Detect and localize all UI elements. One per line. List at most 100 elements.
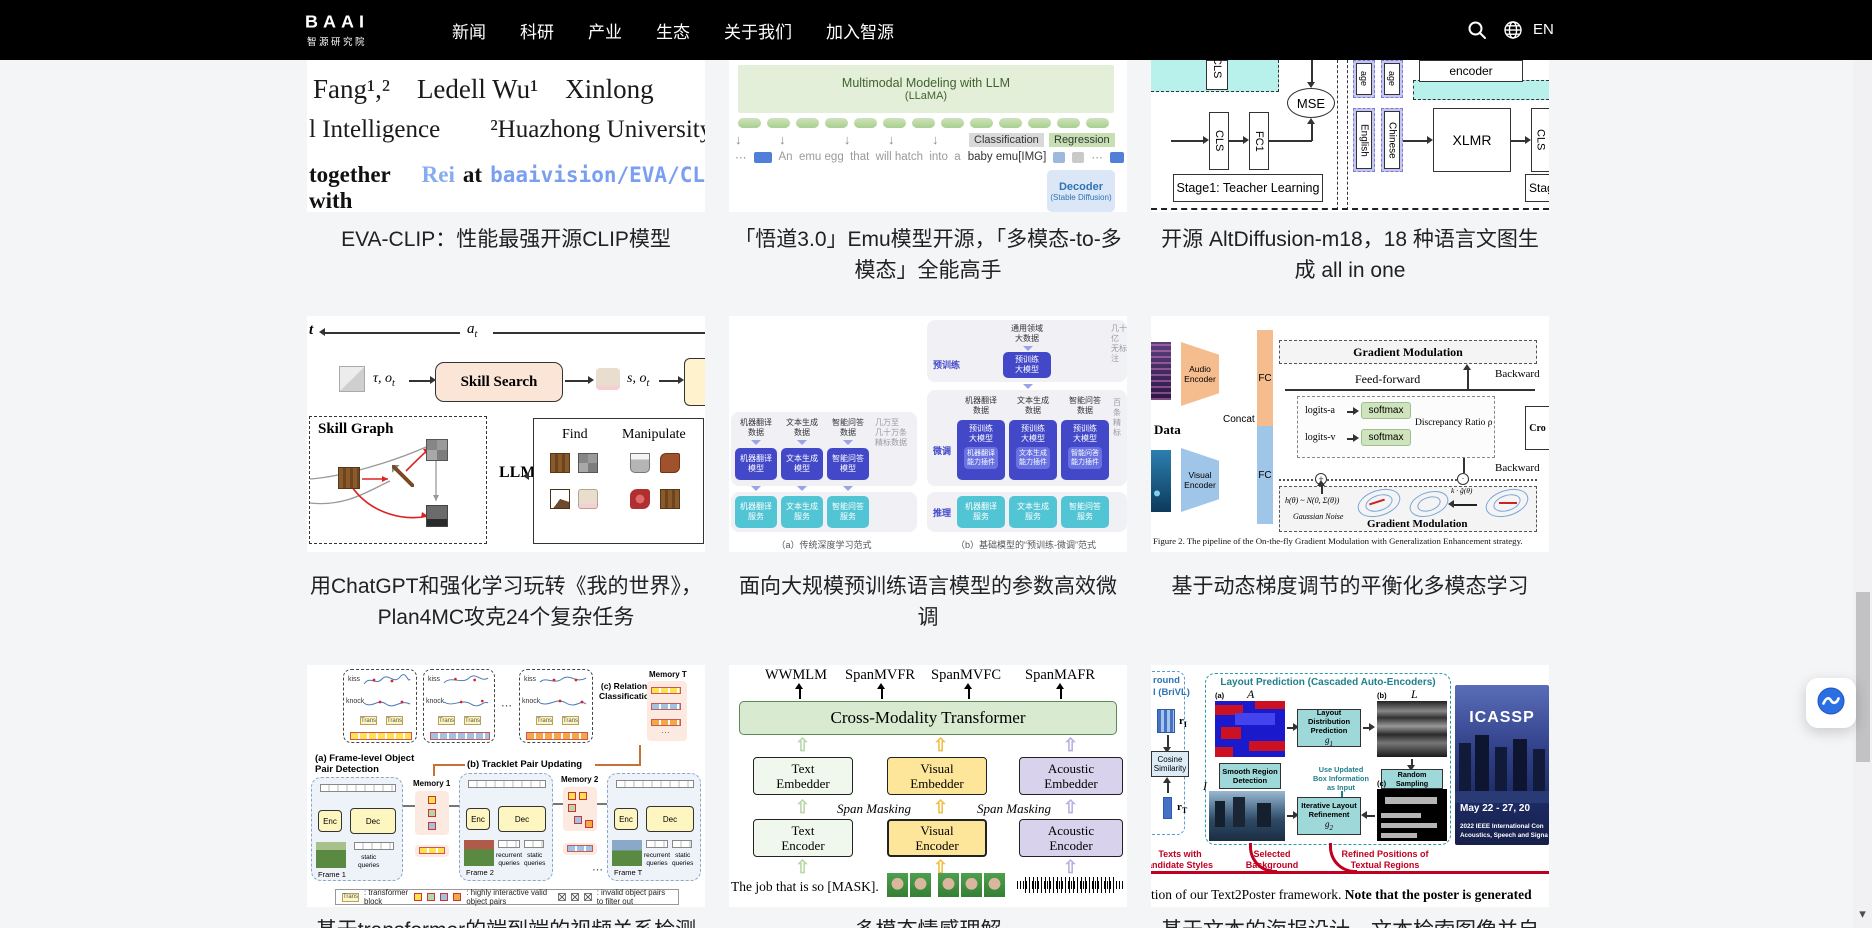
nav-item-about[interactable]: 关于我们 (724, 22, 792, 42)
backward-label: Backward (1495, 368, 1540, 380)
article-title[interactable]: 基于动态梯度调节的平衡化多模态学习 (1171, 575, 1529, 598)
relation-curve (363, 674, 411, 685)
article-title[interactable]: 开源 AltDiffusion-m18，18 种语言文图生成 all in on… (1161, 228, 1539, 282)
article-title[interactable]: EVA-CLIP：性能最强开源CLIP模型 (341, 228, 671, 251)
baai-logo[interactable]: BAAI 智源研究院 (305, 12, 369, 48)
article-thumbnail[interactable]: WWMLM SpanMVFR SpanMVFC SpanMAFR Cross-M… (729, 665, 1127, 907)
article-title[interactable]: 基于transformer的端到端的视频关系检测 (307, 915, 705, 928)
tau-obs-label: τ, ot (373, 371, 395, 389)
skill-search-label: Skill Search (460, 373, 538, 390)
k-g-label: k · ĝ(θ) (1451, 486, 1473, 495)
arrowhead (1163, 777, 1171, 783)
connector-line (1347, 438, 1355, 440)
mse-ellipse: MSE (1287, 88, 1335, 118)
token-strip (320, 784, 396, 792)
cmt-label: Cross-Modality Transformer (830, 708, 1026, 727)
memory2-label: Memory 2 (561, 775, 599, 784)
pretrain-model-label: 预训练 大模型 (1073, 424, 1097, 443)
nav-item-ecosystem[interactable]: 生态 (656, 22, 690, 42)
article-title[interactable]: 用ChatGPT和强化学习玩转《我的世界》，Plan4MC攻克24个复杂任务 (309, 575, 703, 629)
age-box: age (1384, 63, 1400, 95)
article-title[interactable]: 面向大规模预训练语言模型的参数高效微调 (739, 575, 1117, 629)
furnace-icon (426, 505, 448, 527)
policy-box (684, 358, 705, 406)
masked-sentence: The job that is so [MASK]. (731, 879, 879, 894)
llm-label: LLM (499, 464, 536, 481)
pair-strip (415, 845, 449, 857)
article-thumbnail[interactable]: Multimodal Modeling with LLM (LLaMA) ↓ ↓… (729, 60, 1127, 212)
wood-log-icon (338, 467, 360, 489)
nav-item-join[interactable]: 加入智源 (826, 22, 894, 42)
article-thumbnail[interactable]: t at τ, ot Skill Search s, ot Skill Grap… (307, 316, 705, 552)
language-toggle[interactable]: EN (1533, 21, 1554, 38)
data-header: 文本生成 数据 (1017, 396, 1049, 415)
article-title[interactable]: 「悟道3.0」Emu模型开源，「多模态-to-多模态」全能高手 (734, 228, 1122, 282)
connector-line (1341, 791, 1343, 799)
token-square (427, 893, 436, 901)
token-strip (616, 780, 694, 788)
connector-line (449, 805, 459, 807)
tracklet-updating-label: (b) Tracklet Pair Updating (467, 759, 583, 770)
relation-curve (539, 699, 587, 706)
saliency-patch (1215, 705, 1243, 715)
article-title[interactable]: 多模态情感理解 (729, 915, 1127, 928)
article-title[interactable]: 基于文本的海报设计，文本检索图像并自动排版 (1151, 915, 1549, 928)
arrowhead (1427, 136, 1433, 144)
paper-author-line: Fang¹,² Ledell Wu¹ Xinlong (313, 74, 654, 104)
baai-logo-subtext: 智源研究院 (306, 37, 367, 48)
token-strip (350, 732, 412, 740)
orange-connector (433, 764, 435, 776)
softmax-box: softmax (1361, 429, 1411, 446)
orange-connector (433, 764, 465, 766)
nav-item-news[interactable]: 新闻 (452, 22, 486, 42)
article-thumbnail[interactable]: kiss knock Trans Trans kiss knock Trans … (307, 665, 705, 907)
arrowhead (1317, 480, 1325, 486)
data-header: 机器翻译 数据 (965, 396, 997, 415)
dec-box: Dec (498, 806, 546, 832)
nav-item-industry[interactable]: 产业 (588, 22, 622, 42)
find-manipulate-box: Find Manipulate (533, 418, 704, 544)
article-thumbnail[interactable]: Fang¹,² Ledell Wu¹ Xinlong l Intelligenc… (307, 60, 705, 212)
chat-widget-button[interactable] (1806, 678, 1856, 728)
concat-label: Concat (1223, 414, 1255, 425)
orange-connector (639, 745, 641, 766)
decoder-label: Decoder (1058, 180, 1104, 193)
llm-box-sublabel: (LLaMA) (904, 90, 948, 102)
decoder-box: Decoder (Stable Diffusion) (1047, 170, 1115, 212)
search-icon[interactable] (1466, 19, 1488, 46)
scrollbar-track[interactable] (1853, 60, 1872, 928)
footer-text: together with (309, 162, 391, 212)
connector-line (493, 332, 705, 334)
wood-log-icon (550, 453, 570, 473)
scrollbar-thumb[interactable] (1856, 592, 1870, 762)
building-silhouette (1233, 797, 1245, 827)
t-label: t (309, 322, 314, 338)
nav-item-research[interactable]: 科研 (520, 22, 554, 42)
knock-label: knock (346, 698, 365, 705)
article-thumbnail[interactable]: 机器翻译 数据 文本生成 数据 智能问答 数据 几万至 几十万条 精标数据 机器… (729, 316, 1127, 552)
arrowhead (1293, 811, 1299, 819)
article-thumbnail[interactable]: Data Audio Encoder Visual Encoder Concat… (1151, 316, 1549, 552)
knock-label: knock (522, 698, 541, 705)
scrollbar-down-arrow[interactable]: ▾ (1859, 906, 1866, 921)
chevron-icon (843, 440, 853, 445)
action-label: at (467, 321, 478, 340)
memory-t-box: ⋯ (647, 681, 687, 741)
token-strip (651, 719, 681, 726)
mse-label: MSE (1296, 95, 1326, 111)
globe-icon[interactable] (1502, 19, 1524, 46)
annotation-note: 几十亿 无标注 (1111, 324, 1127, 363)
legend-text: : highly interactive valid object pairs (466, 888, 548, 906)
pretrain-model-label: 预训练 大模型 (1021, 424, 1045, 443)
trans-chip: Trans (562, 716, 579, 725)
service-box: 智能问答 服务 (1061, 496, 1109, 528)
article-thumbnail[interactable]: CLS MSE CLS FC1 Stage1: Teacher Learning… (1151, 60, 1549, 212)
arrowhead (1353, 407, 1359, 415)
chevron-icon (843, 486, 853, 491)
dec-box: Dec (646, 806, 694, 832)
arrowhead (1525, 136, 1531, 144)
cyan-region (1413, 80, 1549, 100)
article-thumbnail[interactable]: round l (BriVL) rI Cosine Similarity rT … (1151, 665, 1549, 907)
visual-encoder: Visual Encoder (1181, 448, 1219, 512)
skill-graph-edges (310, 446, 439, 519)
